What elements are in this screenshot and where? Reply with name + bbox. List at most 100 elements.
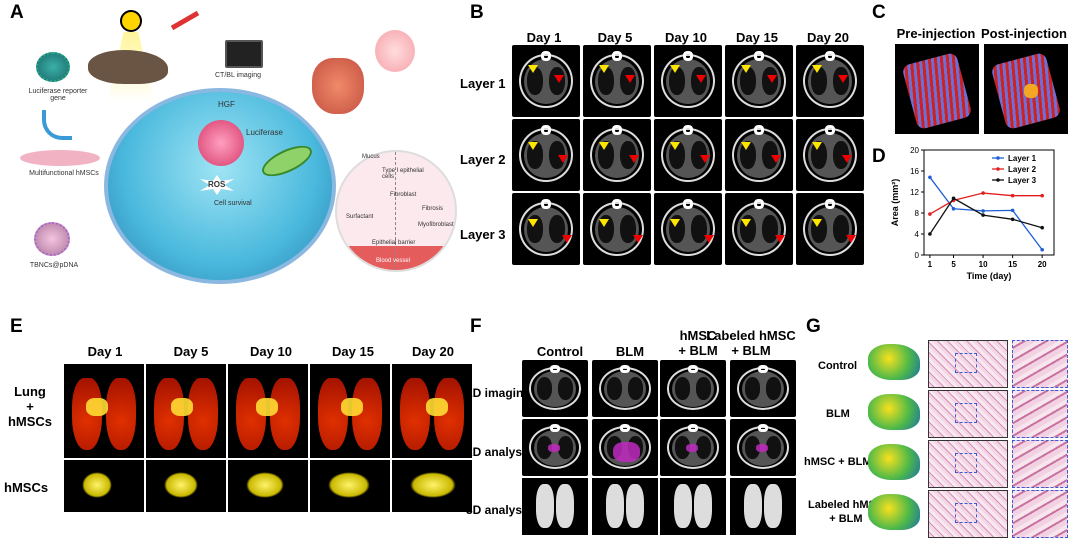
e-lung-render: [392, 364, 472, 458]
fibroblast-label: Fibroblast: [390, 192, 417, 198]
g-heatmap-lung: [868, 344, 920, 380]
series-point-0: [951, 207, 956, 211]
b-ct-image: [796, 193, 864, 265]
e-row-hmscs-top: hMSCs: [7, 414, 53, 429]
b-col-day10: Day 10: [665, 30, 707, 45]
cell-survival-label: Cell survival: [214, 200, 252, 207]
syringe-icon: [170, 10, 200, 31]
legend-marker-2: [996, 178, 1000, 182]
x-tick-label: 15: [1008, 260, 1017, 269]
series-point-2: [951, 196, 956, 201]
f-col-blm: BLM: [615, 344, 645, 359]
f-row-2d-analysis: 2D analysis: [466, 445, 533, 459]
luciferase-label: Luciferase: [246, 128, 283, 137]
myofibroblast-label: Myofibroblast: [418, 222, 454, 228]
e-col-day10: Day 10: [250, 344, 292, 359]
e-row-plus: +: [26, 399, 34, 414]
e-col-day5: Day 5: [173, 344, 209, 359]
g-histology-overview: [928, 440, 1008, 488]
b-ct-image: [512, 119, 580, 191]
tbincs-label: TBNCs@pDNA: [29, 262, 79, 269]
e-hmsc-render: [146, 460, 226, 512]
b-col-day15: Day 15: [736, 30, 778, 45]
y-tick-label: 8: [915, 209, 920, 218]
e-hmsc-render: [392, 460, 472, 512]
series-point-2: [1040, 225, 1044, 230]
mucus-label: Mucus: [362, 154, 380, 160]
f-col-hmsc-blm: hMSC + BLM: [660, 328, 736, 358]
x-tick-label: 1: [928, 260, 933, 269]
e-row-hmscs: hMSCs: [4, 480, 49, 495]
g-histology-zoom: [1012, 490, 1068, 538]
g-row4-line2: + BLM: [829, 513, 863, 525]
y-tick-label: 16: [910, 167, 919, 176]
g-histology-overview: [928, 390, 1008, 438]
y-tick-label: 4: [915, 230, 920, 239]
fibrosis-label: Fibrosis: [422, 206, 444, 212]
b-ct-image: [725, 119, 793, 191]
x-tick-label: 5: [951, 260, 956, 269]
panel-label-b: B: [470, 2, 484, 23]
legend-marker-1: [996, 167, 1000, 171]
x-tick-label: 20: [1038, 260, 1047, 269]
f-col4-line1: Labeled hMSC: [706, 328, 796, 343]
g-heatmap-lung: [868, 394, 920, 430]
g-histology-overview: [928, 490, 1008, 538]
multifunctional-hmsc-label: Multifunctional hMSCs: [29, 170, 99, 177]
x-tick-label: 10: [979, 260, 988, 269]
panel-label-e: E: [10, 316, 23, 337]
ctbl-imaging-label: CT/BL imaging: [215, 72, 262, 79]
series-point-0: [928, 175, 932, 180]
f-ct-image: [660, 360, 726, 417]
series-point-2: [928, 232, 932, 236]
c-pre-label: Pre-injection: [896, 26, 976, 41]
e-col-day1: Day 1: [87, 344, 123, 359]
b-ct-image: [583, 119, 651, 191]
y-tick-label: 20: [910, 146, 919, 155]
b-ct-image: [654, 193, 722, 265]
f-col3-line2: + BLM: [678, 343, 718, 358]
hmsc-cell-icon: [20, 150, 100, 166]
x-axis-label: Time (day): [967, 271, 1012, 281]
legend-label-2: Layer 3: [1008, 176, 1037, 185]
g-row4-line1: Labeled hMSC: [808, 499, 884, 511]
b-ct-image: [512, 45, 580, 117]
e-lung-render: [64, 364, 144, 458]
nucleus: [198, 120, 244, 166]
b-row-layer1: Layer 1: [460, 76, 506, 91]
b-ct-image: [796, 45, 864, 117]
f-3d-render: [730, 478, 796, 535]
b-col-day5: Day 5: [597, 30, 633, 45]
f-row-2d-imaging: 2D imaging: [466, 386, 531, 400]
series-point-1: [981, 191, 985, 195]
g-heatmap-lung: [868, 444, 920, 480]
surfactant-label: Surfactant: [346, 214, 374, 220]
panel-label-c: C: [872, 2, 886, 23]
e-hmsc-render: [310, 460, 390, 512]
f-ct-image: [592, 419, 658, 476]
arrow-icon: [42, 110, 72, 140]
panel-label-d: D: [872, 146, 886, 167]
alveoli-icon: [375, 30, 415, 72]
legend-label-1: Layer 2: [1008, 165, 1037, 174]
g-histology-zoom: [1012, 440, 1068, 488]
ros-label: ROS: [208, 180, 226, 189]
nanoparticle-icon: [34, 222, 70, 256]
g-histology-zoom: [1012, 390, 1068, 438]
b-ct-image: [725, 193, 793, 265]
b-row-layer3: Layer 3: [460, 227, 506, 242]
e-col-day15: Day 15: [332, 344, 374, 359]
series-point-0: [981, 209, 985, 213]
e-hmsc-render: [228, 460, 308, 512]
g-row-labeled: Labeled hMSC + BLM: [808, 498, 884, 526]
b-row-layer2: Layer 2: [460, 152, 506, 167]
monitor-icon: [225, 40, 263, 68]
f-ct-image: [660, 419, 726, 476]
c-post-image: [984, 44, 1068, 134]
mouse-illustration: [88, 50, 168, 84]
e-lung-render: [310, 364, 390, 458]
f-3d-render: [660, 478, 726, 535]
f-ct-image: [730, 360, 796, 417]
b-col-day1: Day 1: [526, 30, 562, 45]
e-row-lung-hmscs: Lung + hMSCs: [4, 384, 56, 429]
